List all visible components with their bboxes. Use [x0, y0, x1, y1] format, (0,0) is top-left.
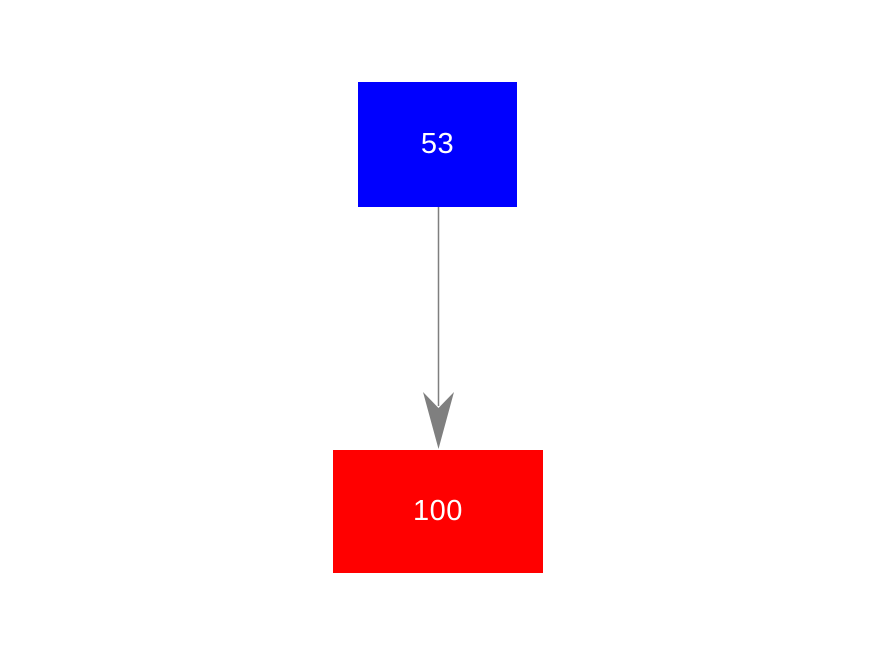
arrowhead-down-icon	[423, 392, 454, 449]
node-target: 100	[333, 450, 543, 573]
node-target-label: 100	[413, 495, 463, 527]
node-source: 53	[358, 82, 517, 207]
node-source-label: 53	[420, 128, 455, 160]
